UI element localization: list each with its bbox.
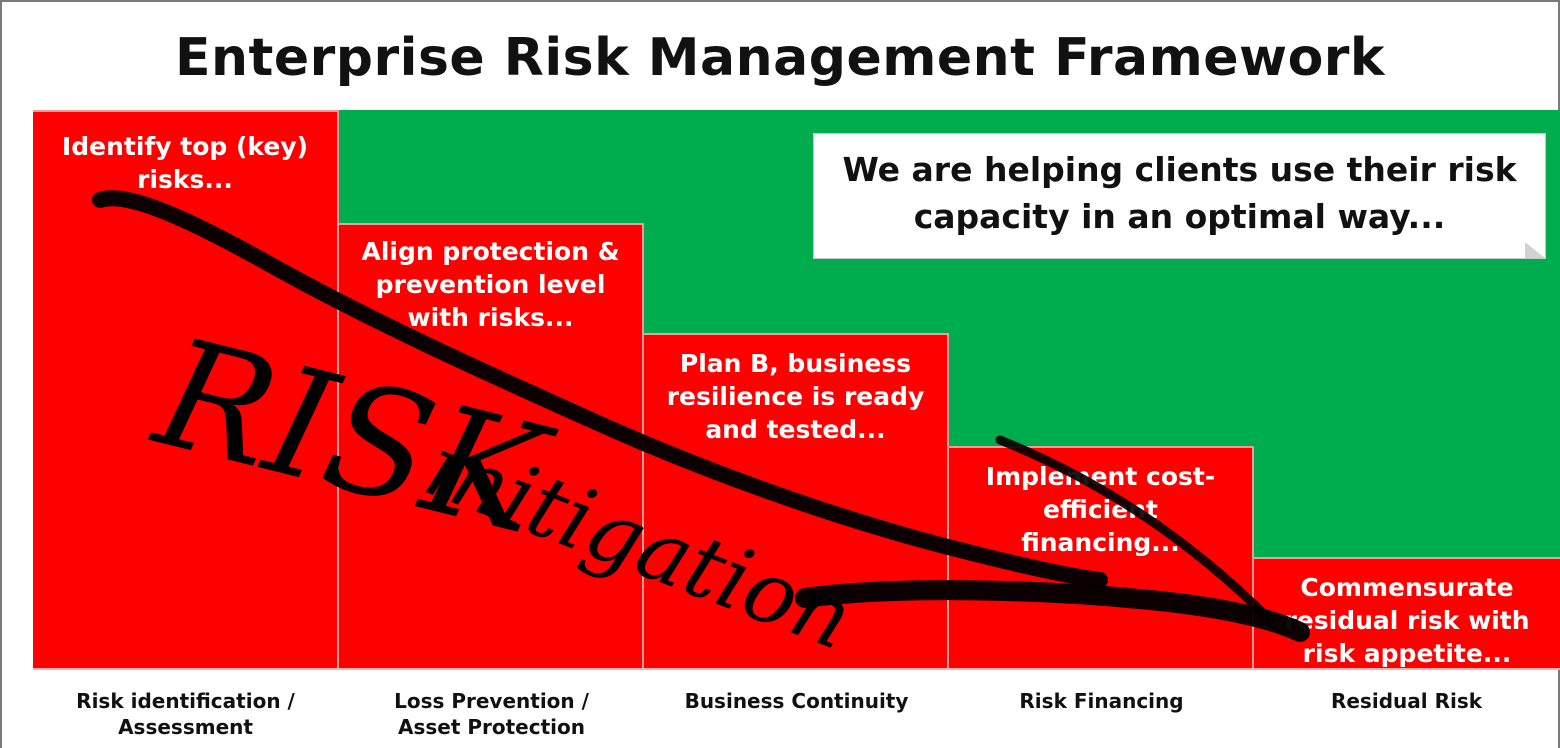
page-fold-icon (1525, 242, 1545, 258)
column-label-risk-financing: Risk Financing (1019, 689, 1184, 713)
callout-text: We are helping clients use their risk ca… (842, 150, 1517, 236)
page-title: Enterprise Risk Management Framework (174, 28, 1386, 88)
column-label-business-continuity: Business Continuity (684, 689, 909, 713)
step-text: Implement cost- efficient financing... (985, 462, 1216, 557)
step-business-continuity: Plan B, business resilience is ready and… (644, 333, 949, 670)
column-label-risk-identification: Risk identification / Assessment (76, 689, 295, 739)
step-risk-identification: Identify top (key) risks... (33, 110, 339, 670)
step-text: Commensurate residual risk with risk app… (1284, 573, 1530, 668)
step-text: Plan B, business resilience is ready and… (666, 349, 925, 444)
baseline (33, 668, 1560, 670)
step-text: Align protection & prevention level with… (361, 237, 620, 332)
step-text: Identify top (key) risks... (61, 132, 309, 194)
step-loss-prevention: Align protection & prevention level with… (339, 223, 644, 670)
column-label-residual-risk: Residual Risk (1330, 689, 1483, 713)
step-risk-financing: Implement cost- efficient financing... (949, 446, 1254, 670)
column-label-loss-prevention: Loss Prevention / Asset Protection (394, 689, 589, 739)
step-residual-risk: Commensurate residual risk with risk app… (1254, 557, 1560, 670)
callout-box: We are helping clients use their risk ca… (813, 133, 1546, 259)
